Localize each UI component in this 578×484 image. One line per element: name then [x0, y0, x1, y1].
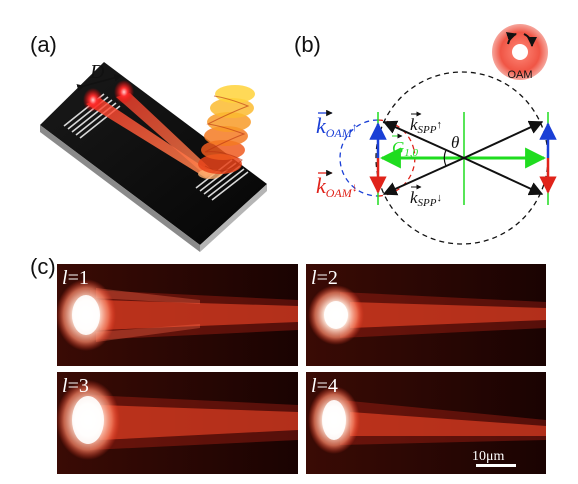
- theta-arc: [443, 149, 447, 167]
- l2-label: l=2: [311, 267, 338, 289]
- panel-a: (a): [30, 32, 267, 252]
- field-image-l4: l=4 10μm: [306, 372, 546, 474]
- small-circle-blue-arc: [339, 119, 379, 197]
- field-image-l3: l=3: [56, 372, 298, 474]
- k-spp-down-label: kSPP↓: [410, 184, 442, 209]
- scale-bar: [476, 464, 516, 467]
- scale-bar-label: 10μm: [472, 449, 505, 464]
- oam-badge: OAM: [492, 24, 548, 81]
- beams: [86, 93, 222, 179]
- svg-text:kOAM↑: kOAM↑: [316, 113, 358, 140]
- svg-text:kSPP↓: kSPP↓: [410, 188, 442, 209]
- l1-label: l=1: [62, 267, 89, 289]
- chip-side-right: [200, 184, 267, 252]
- k-oam-up-label: kOAM↑: [316, 109, 358, 140]
- panel-a-label: (a): [30, 32, 57, 57]
- k-spp-down-right: [463, 157, 544, 196]
- field-image-l2: l=2: [306, 264, 546, 366]
- field-image-l1: l=1: [56, 264, 298, 366]
- k-spp-up-right: [463, 120, 544, 159]
- spacing-indicator: D: [76, 61, 122, 92]
- k-spp-up-left: [382, 120, 465, 159]
- panel-c: (c) l=1 l=2 l=3: [30, 254, 546, 474]
- l4-label: l=4: [311, 375, 338, 397]
- k-spp-up-label: kSPP↑: [410, 111, 442, 136]
- k-spp-down-left: [382, 157, 465, 196]
- spacing-d-label: D: [89, 61, 105, 83]
- panel-c-label: (c): [30, 254, 56, 279]
- oam-spiral: [198, 85, 255, 174]
- g-label: G1,0: [392, 133, 419, 159]
- l3-label: l=3: [62, 375, 89, 397]
- k-oam-down-label: kOAM↓: [316, 169, 358, 200]
- small-circle-red-arc-top: [377, 119, 415, 151]
- theta-label: θ: [451, 133, 459, 152]
- chip-side-front: [40, 125, 200, 252]
- svg-text:G1,0: G1,0: [392, 138, 419, 159]
- svg-text:kSPP↑: kSPP↑: [410, 115, 442, 136]
- panel-b: (b) OAM: [294, 24, 557, 245]
- oam-badge-text: OAM: [507, 69, 532, 81]
- panel-b-label: (b): [294, 32, 321, 57]
- svg-text:kOAM↓: kOAM↓: [316, 173, 358, 200]
